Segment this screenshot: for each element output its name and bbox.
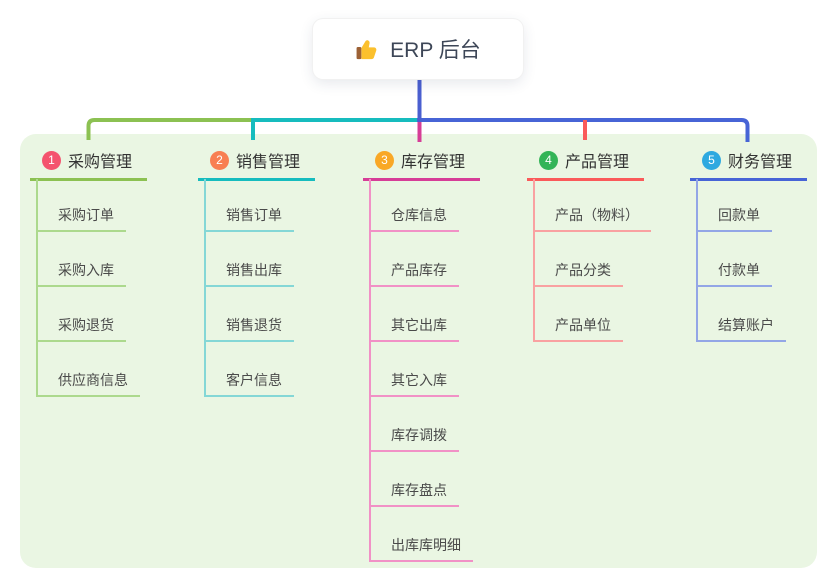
branch-label: 财务管理 bbox=[728, 154, 793, 171]
child-item[interactable]: 回款单 bbox=[696, 206, 772, 232]
branch-title[interactable]: 3 库存管理 bbox=[363, 148, 480, 181]
child-item[interactable]: 产品（物料） bbox=[533, 206, 651, 232]
root-node[interactable]: ERP 后台 bbox=[313, 19, 523, 79]
child-item[interactable]: 销售退货 bbox=[204, 316, 294, 342]
branch-product: 4 产品管理产品（物料） 产品分类产品单位 bbox=[527, 148, 651, 342]
branch-finance: 5 财务管理回款单付款单结算账户 bbox=[690, 148, 807, 342]
child-item[interactable]: 付款单 bbox=[696, 261, 772, 287]
trunk-line bbox=[369, 179, 371, 562]
trunk-line bbox=[204, 179, 206, 397]
trunk-line bbox=[36, 179, 38, 397]
child-item[interactable]: 库存盘点 bbox=[369, 481, 459, 507]
content-panel bbox=[20, 134, 817, 568]
branch-title[interactable]: 1 采购管理 bbox=[30, 148, 147, 181]
branch-label: 销售管理 bbox=[236, 154, 301, 171]
trunk-line bbox=[533, 179, 535, 342]
child-item[interactable]: 采购订单 bbox=[36, 206, 126, 232]
branch-inventory: 3 库存管理仓库信息产品库存其它出库其它入库库存调拨库存盘点出库库明细 bbox=[363, 148, 480, 562]
child-item[interactable]: 采购退货 bbox=[36, 316, 126, 342]
child-item[interactable]: 产品分类 bbox=[533, 261, 623, 287]
root-title: ERP 后台 bbox=[390, 39, 481, 62]
child-item[interactable]: 产品单位 bbox=[533, 316, 623, 342]
trunk-line bbox=[696, 179, 698, 342]
child-item[interactable]: 仓库信息 bbox=[369, 206, 459, 232]
child-item[interactable]: 其它入库 bbox=[369, 371, 459, 397]
branch-sales: 2 销售管理销售订单销售出库销售退货客户信息 bbox=[198, 148, 315, 397]
child-item[interactable]: 客户信息 bbox=[204, 371, 294, 397]
branch-title[interactable]: 4 产品管理 bbox=[527, 148, 644, 181]
child-item[interactable]: 其它出库 bbox=[369, 316, 459, 342]
child-item[interactable]: 销售订单 bbox=[204, 206, 294, 232]
branch-title[interactable]: 5 财务管理 bbox=[690, 148, 807, 181]
child-item[interactable]: 销售出库 bbox=[204, 261, 294, 287]
branch-number-badge: 5 bbox=[702, 150, 721, 170]
branch-number-badge: 2 bbox=[210, 150, 229, 170]
branch-title[interactable]: 2 销售管理 bbox=[198, 148, 315, 181]
branch-label: 库存管理 bbox=[401, 154, 466, 171]
child-item[interactable]: 供应商信息 bbox=[36, 371, 140, 397]
child-item[interactable]: 采购入库 bbox=[36, 261, 126, 287]
child-item[interactable]: 结算账户 bbox=[696, 316, 786, 342]
branch-number-badge: 1 bbox=[42, 150, 61, 170]
branch-number-badge: 3 bbox=[375, 150, 394, 170]
branch-label: 产品管理 bbox=[565, 154, 630, 171]
branch-label: 采购管理 bbox=[68, 154, 133, 171]
thumbs-up-icon bbox=[355, 37, 380, 62]
branch-number-badge: 4 bbox=[539, 150, 558, 170]
branch-purchase: 1 采购管理采购订单采购入库采购退货供应商信息 bbox=[30, 148, 147, 397]
child-item[interactable]: 产品库存 bbox=[369, 261, 459, 287]
child-item[interactable]: 出库库明细 bbox=[369, 536, 473, 562]
child-item[interactable]: 库存调拨 bbox=[369, 426, 459, 452]
